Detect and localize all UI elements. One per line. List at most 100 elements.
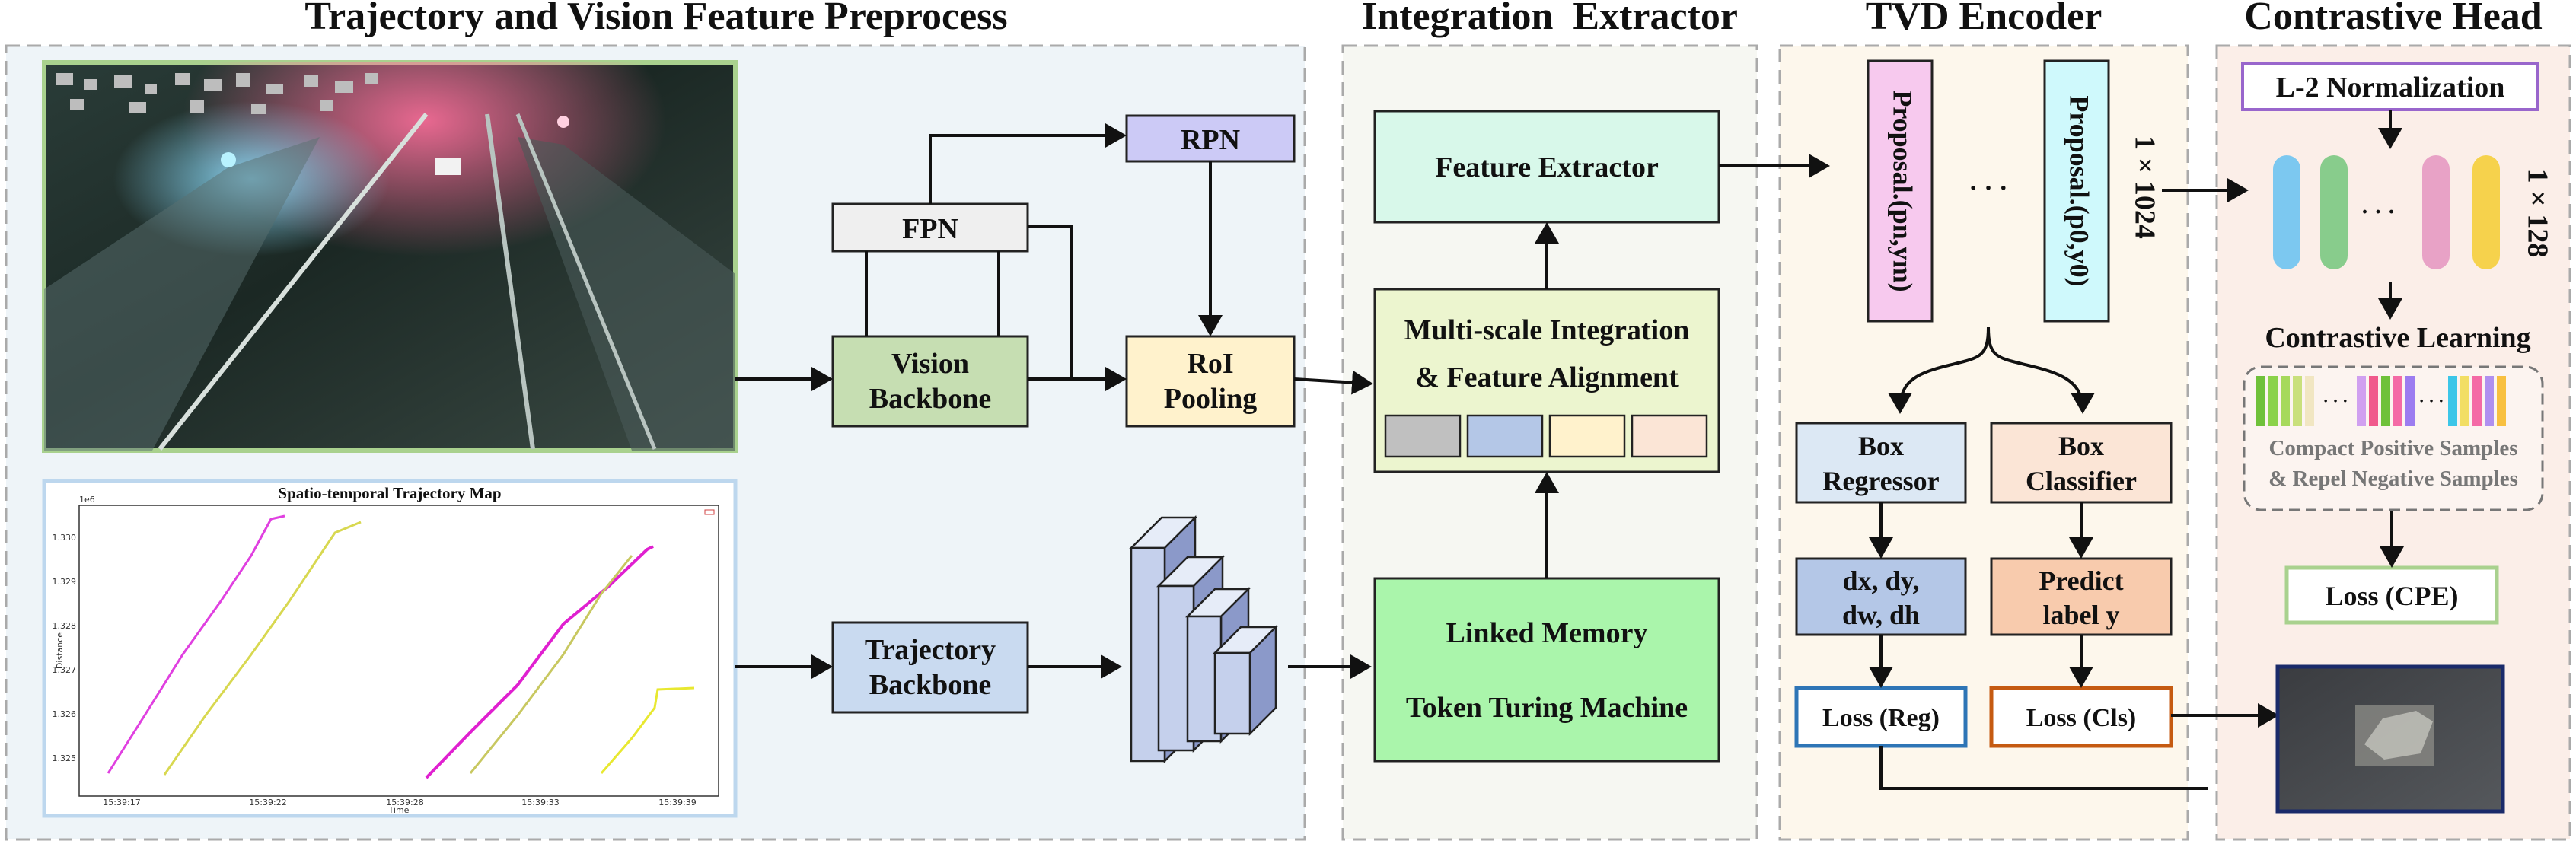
sample-bar <box>2448 376 2457 426</box>
embedding-bar <box>2273 155 2300 269</box>
vision-backbone-box: Vision Backbone <box>831 335 1029 428</box>
trajectory-map-yticks: 1.330 1.329 1.328 1.327 1.326 1.325 <box>53 533 77 763</box>
multiscale-label-1: Multi-scale Integration <box>1404 314 1690 346</box>
feature-extractor-label: Feature Extractor <box>1435 151 1659 183</box>
deltas-box: dx, dy, dw, dh <box>1795 557 1967 636</box>
trajectory-backbone-label-1: Trajectory <box>865 634 996 666</box>
sample-bar <box>2281 376 2290 426</box>
roi-label-2: Pooling <box>1164 383 1257 415</box>
repel-negative-label: & Repel Negative Samples <box>2268 467 2518 491</box>
contrastive-learning-label: Contrastive Learning <box>2265 322 2530 354</box>
sample-bar <box>2497 376 2506 426</box>
loss-reg-label: Loss (Reg) <box>1822 704 1940 732</box>
roi-pooling-box: RoI Pooling <box>1125 335 1296 428</box>
xtick-label: 15:39:28 <box>386 798 423 807</box>
ytick-label: 1.328 <box>53 621 77 631</box>
linked-memory-label: Linked Memory <box>1446 617 1648 649</box>
ytick-label: 1.326 <box>53 709 77 719</box>
sample-bar <box>2305 376 2314 426</box>
embedding-bar <box>2422 155 2450 269</box>
trajectory-line <box>107 514 285 774</box>
xtick-label: 15:39:39 <box>658 798 696 807</box>
sample-bar <box>2381 376 2390 426</box>
rpn-label: RPN <box>1181 124 1240 156</box>
proposal-n-box: Proposal.(pn,ym) <box>1867 59 1934 323</box>
sample-bar <box>2293 376 2302 426</box>
encoder-section-title: TVD Encoder <box>1866 0 2103 38</box>
l2-normalization-label: L-2 Normalization <box>2276 72 2505 104</box>
box-regressor-label-2: Regressor <box>1822 466 1939 496</box>
sample-bar <box>2256 376 2265 426</box>
trajectory-lines <box>107 509 715 779</box>
embedding-bar <box>2320 155 2348 269</box>
xtick-label: 15:39:33 <box>521 798 559 807</box>
sample-bar <box>2268 376 2278 426</box>
multiscale-swatch <box>1466 414 1544 458</box>
trajectory-line <box>163 521 362 776</box>
sample-ellipsis: · · · <box>2323 391 2348 410</box>
tunnel-camera-image <box>42 60 738 453</box>
xtick-label: 15:39:17 <box>103 798 140 807</box>
sample-bar <box>2405 376 2415 426</box>
multiscale-swatch <box>1384 414 1462 458</box>
predict-label-2: label y <box>2042 600 2119 630</box>
sample-bar <box>2393 376 2402 426</box>
proposal-0-label: Proposal.(p0,y0) <box>2064 95 2095 286</box>
trajectory-line <box>469 555 633 774</box>
head-section-title: Contrastive Head <box>2244 0 2542 38</box>
multiscale-swatch <box>1631 414 1708 458</box>
preprocess-connectors <box>735 123 1373 679</box>
trajectory-line <box>600 686 695 774</box>
rpn-box: RPN <box>1125 114 1296 163</box>
fpn-box: FPN <box>831 202 1029 253</box>
box-classifier-label-1: Box <box>2058 431 2104 461</box>
detected-vehicle-patch <box>2275 664 2505 814</box>
deltas-label-1: dx, dy, <box>1842 565 1919 596</box>
encoder-brace <box>1888 326 2095 414</box>
loss-cls-label: Loss (Cls) <box>2026 704 2137 732</box>
trajectory-map: Spatio-temporal Trajectory Map 1e6 Dista… <box>42 479 738 818</box>
loss-reg-box: Loss (Reg) <box>1794 686 1968 748</box>
vision-backbone-label-1: Vision <box>891 348 969 380</box>
trajectory-map-axes <box>78 505 719 797</box>
positive-sample-bars <box>2256 376 2506 426</box>
token-turing-label: Token Turing Machine <box>1406 692 1688 724</box>
preprocess-section-title: Trajectory and Vision Feature Preprocess <box>304 0 1007 38</box>
feature-block <box>1212 624 1279 737</box>
multiscale-swatch <box>1548 414 1626 458</box>
predict-label-1: Predict <box>2039 565 2123 596</box>
trajectory-map-exponent: 1e6 <box>79 495 95 505</box>
ytick-label: 1.329 <box>53 577 77 587</box>
loss-cpe-label: Loss (CPE) <box>2325 581 2458 611</box>
proposal-ellipsis: · · · <box>1969 174 2007 202</box>
multiscale-label-2: & Feature Alignment <box>1415 361 1679 393</box>
dim-1024-label: 1 × 1024 <box>2128 135 2160 239</box>
dim-128-label: 1 × 128 <box>2521 169 2553 258</box>
privacy-mosaic <box>56 73 378 114</box>
trajectory-line <box>425 545 654 779</box>
embedding-bars: · · · <box>2273 155 2500 269</box>
box-classifier-box: Box Classifier <box>1990 422 2173 504</box>
linked-memory-box: Linked Memory Token Turing Machine <box>1373 577 1720 763</box>
fpn-label: FPN <box>902 213 958 245</box>
ytick-label: 1.327 <box>53 665 77 675</box>
compact-positive-label: Compact Positive Samples <box>2268 436 2517 460</box>
proposal-0-box: Proposal.(p0,y0) <box>2043 59 2110 323</box>
sample-bar <box>2472 376 2482 426</box>
ytick-label: 1.325 <box>53 753 77 763</box>
trajectory-backbone-box: Trajectory Backbone <box>831 621 1029 714</box>
integration-connectors <box>1535 154 1830 578</box>
trajectory-map-ylabel: Distance <box>55 632 65 669</box>
proposal-n-label: Proposal.(pn,ym) <box>1888 90 1918 291</box>
sample-bar <box>2369 376 2378 426</box>
contrastive-samples-box: · · · · · · Compact Positive Samples & R… <box>2243 365 2544 511</box>
feature-extractor-box: Feature Extractor <box>1373 110 1720 224</box>
ytick-label: 1.330 <box>53 533 77 543</box>
sample-bar <box>2460 376 2469 426</box>
encoder-connectors <box>1869 178 2279 790</box>
l2-normalization-box: L-2 Normalization <box>2241 62 2539 111</box>
predict-box: Predict label y <box>1990 557 2173 636</box>
integration-section-title: Integration Extractor <box>1362 0 1738 38</box>
trajectory-map-xlabel: Time <box>388 805 410 815</box>
